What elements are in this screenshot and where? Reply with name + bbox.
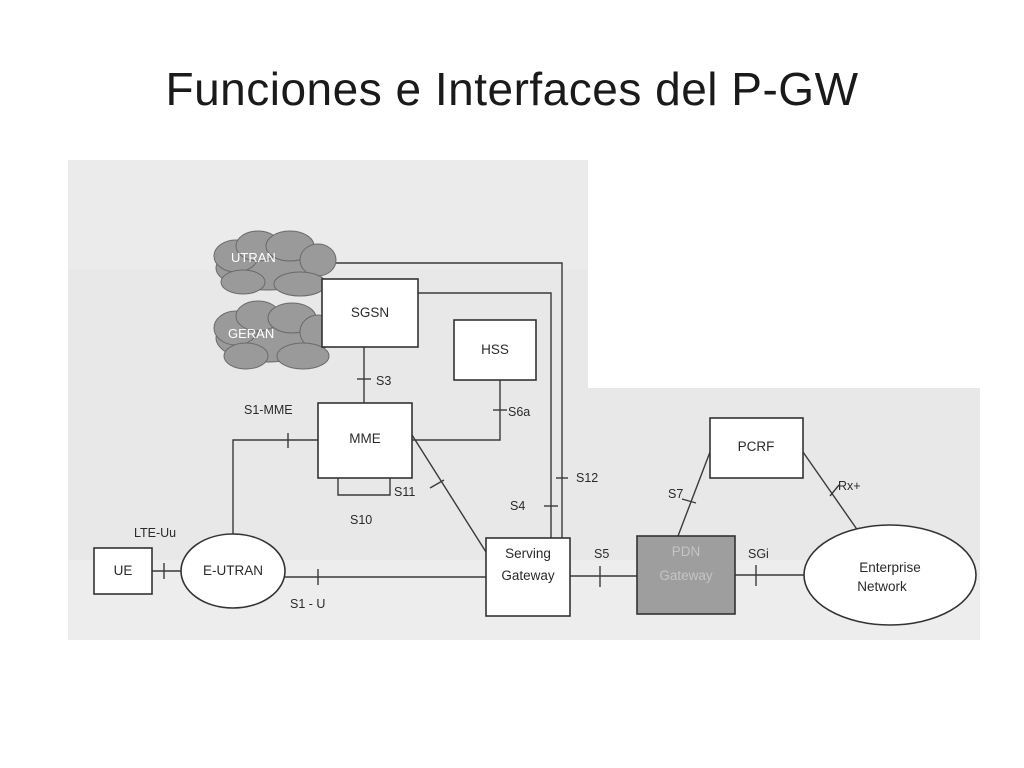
tick-s11 <box>429 479 445 489</box>
line-s6a <box>412 380 501 441</box>
label-s7: S7 <box>668 487 683 501</box>
label-lte-uu: LTE-Uu <box>134 526 176 540</box>
sgsn-label: SGSN <box>351 305 389 320</box>
utran-label: UTRAN <box>231 250 276 265</box>
line-sgsn-sgw <box>418 292 552 538</box>
sgsn-node: SGSN <box>321 278 419 348</box>
label-s10: S10 <box>350 513 372 527</box>
label-sgi: SGi <box>748 547 769 561</box>
pdn-gateway-label-line2: Gateway <box>659 568 713 583</box>
label-rx: Rx+ <box>838 479 861 493</box>
geran-cloud <box>213 300 337 370</box>
mme-node: MME <box>317 402 413 479</box>
hss-node: HSS <box>453 319 537 381</box>
ue-label: UE <box>114 563 133 578</box>
tick-s7 <box>681 498 697 504</box>
mme-label: MME <box>349 431 381 446</box>
serving-gateway-label-line2: Gateway <box>501 568 555 583</box>
label-s1-mme: S1-MME <box>244 403 293 417</box>
eutran-label: E-UTRAN <box>203 563 263 578</box>
label-s1-u: S1 - U <box>290 597 325 611</box>
label-s6a: S6a <box>508 405 530 419</box>
label-s3: S3 <box>376 374 391 388</box>
line-s11 <box>411 434 487 553</box>
serving-gateway-node: Serving Gateway <box>485 537 571 617</box>
tick-rx <box>829 484 840 497</box>
utran-cloud <box>213 230 337 297</box>
geran-label: GERAN <box>228 326 274 341</box>
enterprise-network-label-line1: Enterprise <box>859 560 921 575</box>
scan-white-patch <box>588 160 980 388</box>
hss-label: HSS <box>481 342 509 357</box>
label-s11: S11 <box>394 485 415 499</box>
line-s7 <box>677 451 711 537</box>
label-s5: S5 <box>594 547 609 561</box>
pcrf-label: PCRF <box>738 439 775 454</box>
serving-gateway-label-line1: Serving <box>505 546 551 561</box>
eutran-node: E-UTRAN <box>180 533 286 609</box>
label-s12: S12 <box>576 471 598 485</box>
enterprise-network-label-line2: Network <box>857 579 907 594</box>
line-s10-loop <box>337 478 391 496</box>
network-diagram: UTRAN GERAN SGSN HSS MME PCRF UE E-UTRAN… <box>68 160 980 640</box>
pdn-gateway-node: PDN Gateway <box>636 535 736 615</box>
line-rx <box>802 451 864 539</box>
pdn-gateway-label-line1: PDN <box>672 544 701 559</box>
slide-title: Funciones e Interfaces del P-GW <box>165 63 859 115</box>
label-s4: S4 <box>510 499 525 513</box>
ue-node: UE <box>93 547 153 595</box>
pcrf-node: PCRF <box>709 417 804 479</box>
line-s1-mme <box>232 439 318 534</box>
line-utran-sgw <box>323 262 563 538</box>
enterprise-network-node: Enterprise Network <box>803 524 977 626</box>
